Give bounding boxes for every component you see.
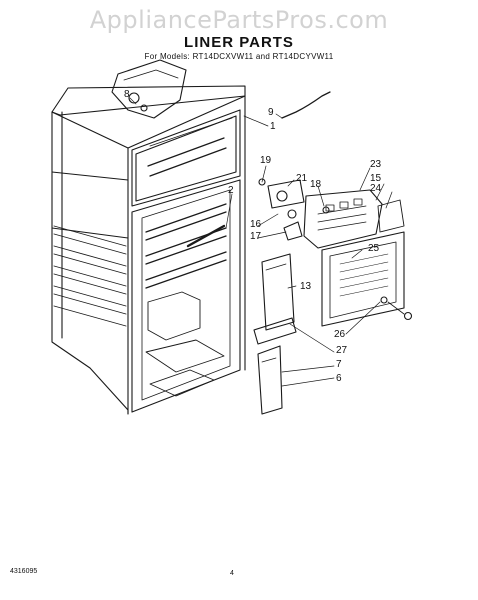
page-number: 4 [230, 570, 234, 577]
callout-7: 7 [336, 359, 342, 370]
cabinet-side-ribs [53, 225, 127, 327]
duct-gasket [253, 317, 297, 345]
lower-duct [257, 345, 283, 415]
callout-26: 26 [334, 329, 346, 340]
callout-9: 9 [268, 107, 274, 118]
document-number: 4316095 [10, 568, 38, 575]
callout-24: 24 [370, 183, 382, 194]
shelf-support-rod [186, 224, 226, 248]
callout-19: 19 [260, 155, 272, 166]
callout-1: 1 [270, 121, 276, 132]
leader-lines [129, 97, 393, 387]
callout-17: 17 [250, 231, 262, 242]
mounting-screws [380, 296, 413, 321]
callout-8: 8 [124, 89, 130, 100]
callout-23: 23 [370, 159, 382, 170]
callout-13: 13 [300, 281, 312, 292]
freezer-liner [131, 109, 241, 207]
rear-panel [321, 199, 405, 327]
model-subtitle: For Models: RT14DCXVW11 and RT14DCYVW11 [144, 52, 334, 61]
thermostat-tube [281, 91, 331, 119]
callout-25: 25 [368, 243, 380, 254]
callout-15: 15 [370, 173, 382, 184]
watermark: AppliancePartsPros.com [89, 6, 389, 34]
callout-18: 18 [310, 179, 322, 190]
callout-16: 16 [250, 219, 262, 230]
callout-27: 27 [336, 345, 348, 356]
control-housing [303, 189, 383, 249]
fresh-food-liner [131, 179, 241, 413]
diagram-title: LINER PARTS [184, 34, 294, 51]
callout-6: 6 [336, 373, 342, 384]
thermostat-control [258, 178, 330, 241]
callout-2: 2 [228, 185, 234, 196]
cabinet-outline [51, 85, 246, 415]
evaporator-assembly [111, 59, 187, 119]
air-duct [261, 253, 295, 331]
callout-21: 21 [296, 173, 308, 184]
